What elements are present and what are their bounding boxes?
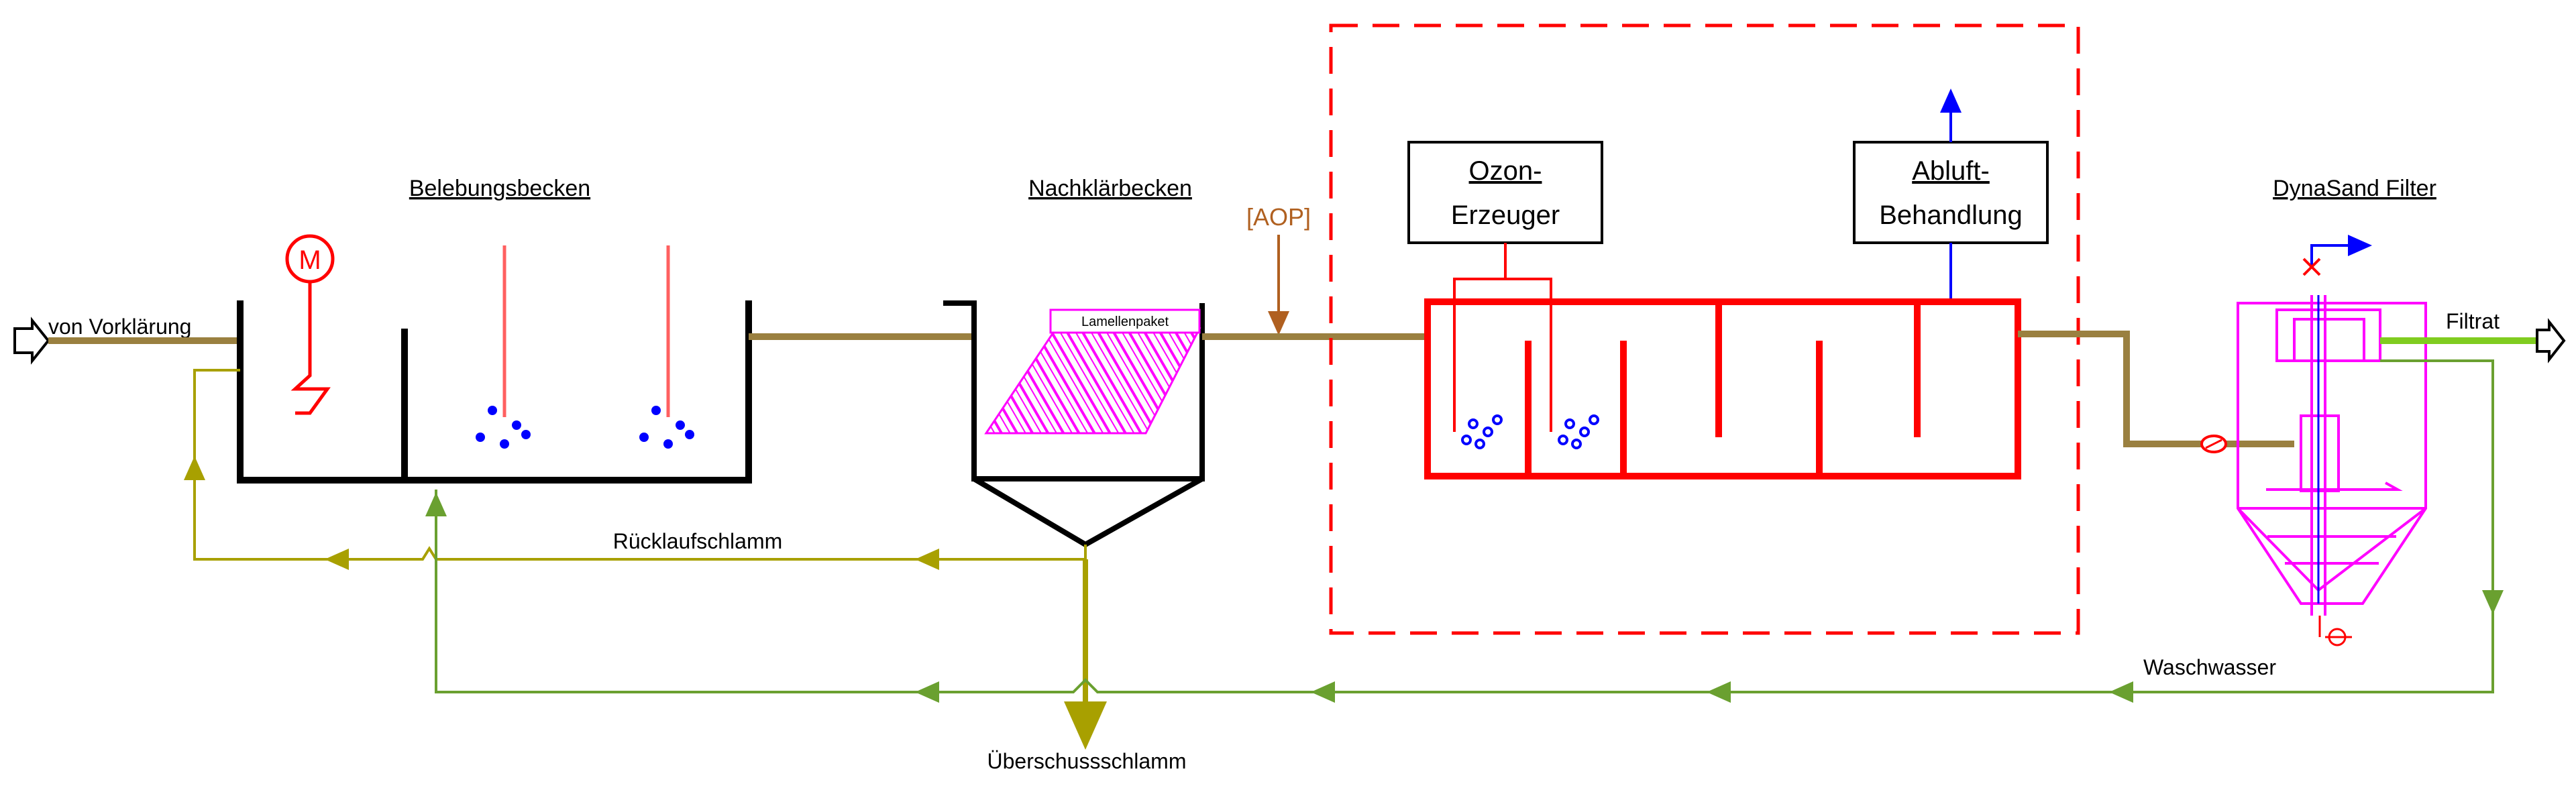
wash-water-line xyxy=(435,359,2494,693)
excess-sludge-label: Überschussschlamm xyxy=(987,749,1187,773)
ozone-feed-lines xyxy=(1453,243,1552,432)
wash-water-label: Waschwasser xyxy=(2143,655,2276,679)
filter-valve-icon xyxy=(2302,258,2321,276)
inlet-label: von Vorklärung xyxy=(48,315,191,339)
filter-bottom-valve-icon xyxy=(2318,616,2352,646)
mixer-shaft xyxy=(290,282,331,415)
ozone-generator-line2: Erzeuger xyxy=(1451,201,1560,230)
lamella-label: Lamellenpaket xyxy=(1081,315,1169,329)
ozonation-boundary xyxy=(1329,23,2080,635)
clarifier-title: Nachklärbecken xyxy=(1028,176,1192,201)
lamella-label-box xyxy=(1049,308,1201,334)
aeration-tank-title: Belebungsbecken xyxy=(409,176,590,201)
ozone-contact-tank xyxy=(1424,298,2021,479)
aop-label: [AOP] xyxy=(1246,203,1311,231)
filtrate-label: Filtrat xyxy=(2446,309,2500,333)
inlet-arrow xyxy=(13,317,50,365)
exhaust-treatment: Abluft- Behandlung xyxy=(1853,141,2049,244)
exhaust-line2: Behandlung xyxy=(1879,201,2023,230)
filtrate-arrow xyxy=(2536,318,2566,363)
aeration-tank xyxy=(237,300,752,484)
aerator-1 xyxy=(476,245,531,449)
exhaust-line1: Abluft- xyxy=(1912,156,1990,186)
aerator-2 xyxy=(639,245,694,449)
filter-top-air xyxy=(2310,235,2372,268)
return-sludge-line xyxy=(193,369,1087,561)
lamella-pack: Lamellenpaket xyxy=(984,308,1201,435)
pipe-to-filter xyxy=(2018,331,2294,447)
ozone-bubbles xyxy=(1461,414,1599,449)
return-sludge-label: Rücklaufschlamm xyxy=(613,529,783,553)
ozone-generator: Ozon- Erzeuger xyxy=(1407,141,1603,244)
motor-label: M xyxy=(299,245,321,275)
feed-pump-icon xyxy=(2200,435,2227,453)
mixer-motor: M xyxy=(285,234,335,415)
dynasand-filter xyxy=(2237,295,2427,616)
ozone-generator-line1: Ozon- xyxy=(1469,156,1542,186)
dynasand-title: DynaSand Filter xyxy=(2273,176,2436,201)
